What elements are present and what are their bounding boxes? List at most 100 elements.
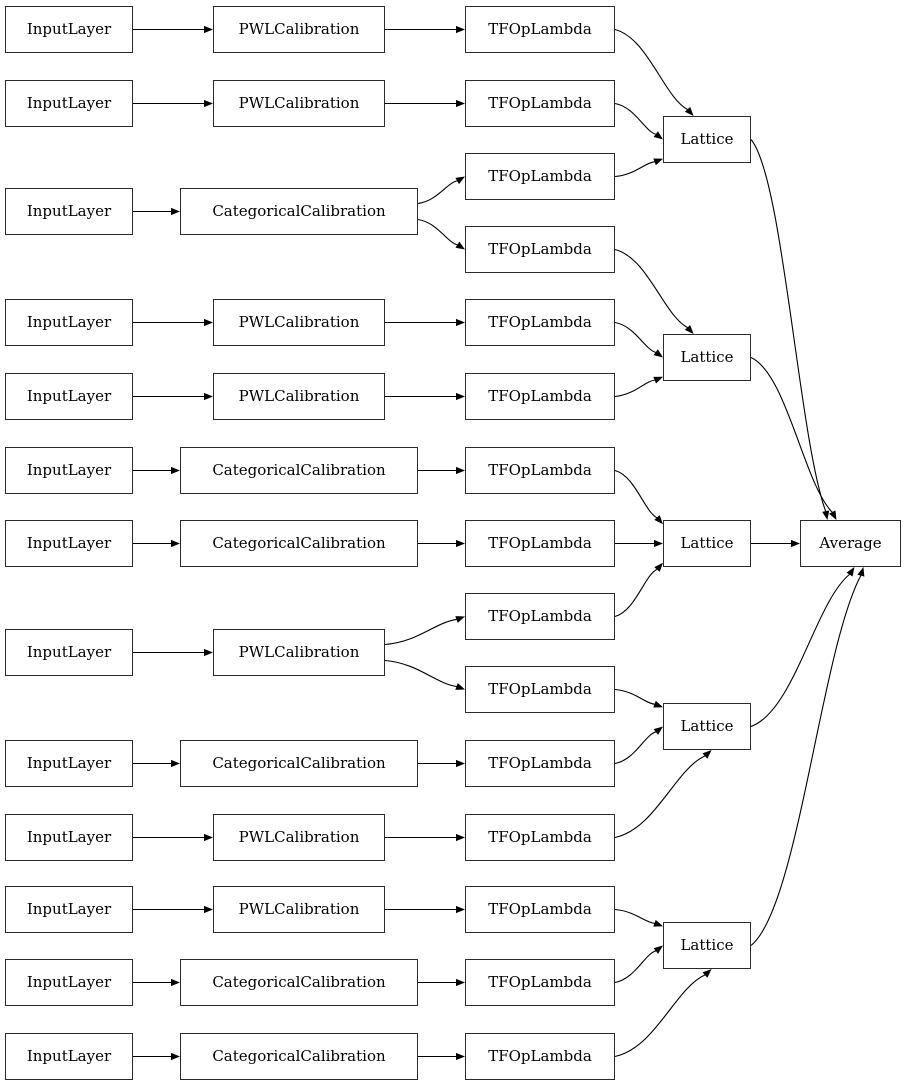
node-label: TFOpLambda — [488, 900, 592, 918]
node-label: Lattice — [680, 717, 734, 735]
node-lattice-lat4[interactable]: Lattice — [663, 922, 751, 969]
node-label: InputLayer — [26, 1047, 112, 1065]
node-categorical-calibration-cal11[interactable]: CategoricalCalibration — [180, 959, 418, 1006]
edge-op5-to-lat1 — [614, 379, 656, 398]
node-pwl-calibration-cal4[interactable]: PWLCalibration — [213, 373, 385, 420]
arrowhead-in5-to-cal5 — [171, 466, 180, 475]
node-tf-op-lambda-op9[interactable]: TFOpLambda — [465, 666, 615, 713]
node-input-in0[interactable]: InputLayer — [5, 6, 133, 53]
node-tf-op-lambda-op13[interactable]: TFOpLambda — [465, 959, 615, 1006]
node-lattice-lat2[interactable]: Lattice — [663, 520, 751, 567]
edge-lat4-to-avg — [750, 574, 862, 946]
node-input-in11[interactable]: InputLayer — [5, 959, 133, 1006]
node-input-in10[interactable]: InputLayer — [5, 886, 133, 933]
node-pwl-calibration-cal10[interactable]: PWLCalibration — [213, 886, 385, 933]
edge-op14-to-lat4 — [614, 974, 706, 1058]
node-input-in1[interactable]: InputLayer — [5, 80, 133, 127]
node-pwl-calibration-cal7[interactable]: PWLCalibration — [213, 629, 385, 676]
node-tf-op-lambda-op1[interactable]: TFOpLambda — [465, 80, 615, 127]
arrowhead-lat0-to-avg — [822, 510, 830, 520]
node-label: InputLayer — [26, 461, 112, 479]
edge-cal7-to-op9 — [384, 659, 458, 688]
node-label: PWLCalibration — [238, 313, 360, 331]
arrowhead-op14-to-lat4 — [702, 969, 712, 978]
node-label: InputLayer — [26, 20, 112, 38]
node-input-in4[interactable]: InputLayer — [5, 373, 133, 420]
edge-op11-to-lat3 — [614, 755, 706, 839]
node-tf-op-lambda-op4[interactable]: TFOpLambda — [465, 299, 615, 346]
node-label: InputLayer — [26, 534, 112, 552]
arrowhead-cal9-to-op11 — [456, 833, 465, 842]
node-label: Lattice — [680, 130, 734, 148]
node-label: PWLCalibration — [238, 643, 360, 661]
node-label: PWLCalibration — [238, 20, 360, 38]
node-label: TFOpLambda — [488, 534, 592, 552]
node-tf-op-lambda-op11[interactable]: TFOpLambda — [465, 814, 615, 861]
node-input-in7[interactable]: InputLayer — [5, 629, 133, 676]
edge-op2-to-lat0 — [614, 161, 656, 178]
node-input-in2[interactable]: InputLayer — [5, 188, 133, 235]
node-pwl-calibration-cal1[interactable]: PWLCalibration — [213, 80, 385, 127]
arrowhead-op7-to-lat2 — [654, 539, 663, 548]
node-label: InputLayer — [26, 643, 112, 661]
node-lattice-lat3[interactable]: Lattice — [663, 703, 751, 750]
node-categorical-calibration-cal2[interactable]: CategoricalCalibration — [180, 188, 418, 235]
node-tf-op-lambda-op6[interactable]: TFOpLambda — [465, 447, 615, 494]
edge-lat3-to-avg — [750, 573, 851, 728]
node-input-in12[interactable]: InputLayer — [5, 1033, 133, 1080]
node-pwl-calibration-cal3[interactable]: PWLCalibration — [213, 299, 385, 346]
node-input-in5[interactable]: InputLayer — [5, 447, 133, 494]
node-input-in8[interactable]: InputLayer — [5, 740, 133, 787]
arrowhead-in9-to-cal9 — [204, 833, 213, 842]
node-label: CategoricalCalibration — [212, 1047, 386, 1065]
arrowhead-op9-to-lat3 — [653, 700, 663, 708]
node-label: TFOpLambda — [488, 973, 592, 991]
arrowhead-in4-to-cal4 — [204, 392, 213, 401]
node-average-avg[interactable]: Average — [800, 520, 901, 567]
node-categorical-calibration-cal6[interactable]: CategoricalCalibration — [180, 520, 418, 567]
node-categorical-calibration-cal12[interactable]: CategoricalCalibration — [180, 1033, 418, 1080]
arrowhead-in12-to-cal12 — [171, 1052, 180, 1061]
node-pwl-calibration-cal9[interactable]: PWLCalibration — [213, 814, 385, 861]
node-tf-op-lambda-op10[interactable]: TFOpLambda — [465, 740, 615, 787]
node-label: InputLayer — [26, 313, 112, 331]
node-tf-op-lambda-op2[interactable]: TFOpLambda — [465, 153, 615, 200]
node-tf-op-lambda-op7[interactable]: TFOpLambda — [465, 520, 615, 567]
edge-cal2-to-op2 — [417, 180, 458, 205]
node-tf-op-lambda-op5[interactable]: TFOpLambda — [465, 373, 615, 420]
arrowhead-cal7-to-op9 — [455, 683, 465, 690]
node-label: InputLayer — [26, 973, 112, 991]
edge-op0-to-lat0 — [614, 28, 689, 111]
node-pwl-calibration-cal0[interactable]: PWLCalibration — [213, 6, 385, 53]
arrowhead-op11-to-lat3 — [702, 750, 712, 759]
node-tf-op-lambda-op14[interactable]: TFOpLambda — [465, 1033, 615, 1080]
node-input-in3[interactable]: InputLayer — [5, 299, 133, 346]
node-tf-op-lambda-op3[interactable]: TFOpLambda — [465, 226, 615, 273]
node-lattice-lat0[interactable]: Lattice — [663, 116, 751, 163]
edge-cal2-to-op3 — [417, 218, 459, 246]
arrowhead-op4-to-lat1 — [653, 349, 663, 358]
node-label: InputLayer — [26, 94, 112, 112]
node-input-in6[interactable]: InputLayer — [5, 520, 133, 567]
node-lattice-lat1[interactable]: Lattice — [663, 334, 751, 381]
node-categorical-calibration-cal5[interactable]: CategoricalCalibration — [180, 447, 418, 494]
arrowhead-op6-to-lat2 — [654, 515, 663, 525]
node-label: TFOpLambda — [488, 240, 592, 258]
arrowhead-in6-to-cal6 — [171, 539, 180, 548]
node-label: PWLCalibration — [238, 94, 360, 112]
arrowhead-cal11-to-op13 — [456, 978, 465, 987]
node-tf-op-lambda-op12[interactable]: TFOpLambda — [465, 886, 615, 933]
node-label: InputLayer — [26, 754, 112, 772]
node-label: CategoricalCalibration — [212, 973, 386, 991]
edge-op9-to-lat3 — [614, 688, 656, 705]
node-categorical-calibration-cal8[interactable]: CategoricalCalibration — [180, 740, 418, 787]
arrowhead-in0-to-cal0 — [204, 25, 213, 34]
node-tf-op-lambda-op0[interactable]: TFOpLambda — [465, 6, 615, 53]
arrowhead-op13-to-lat4 — [653, 945, 663, 954]
arrowhead-op12-to-lat4 — [653, 919, 663, 927]
node-input-in9[interactable]: InputLayer — [5, 814, 133, 861]
edge-op8-to-lat2 — [614, 568, 658, 618]
node-tf-op-lambda-op8[interactable]: TFOpLambda — [465, 593, 615, 640]
